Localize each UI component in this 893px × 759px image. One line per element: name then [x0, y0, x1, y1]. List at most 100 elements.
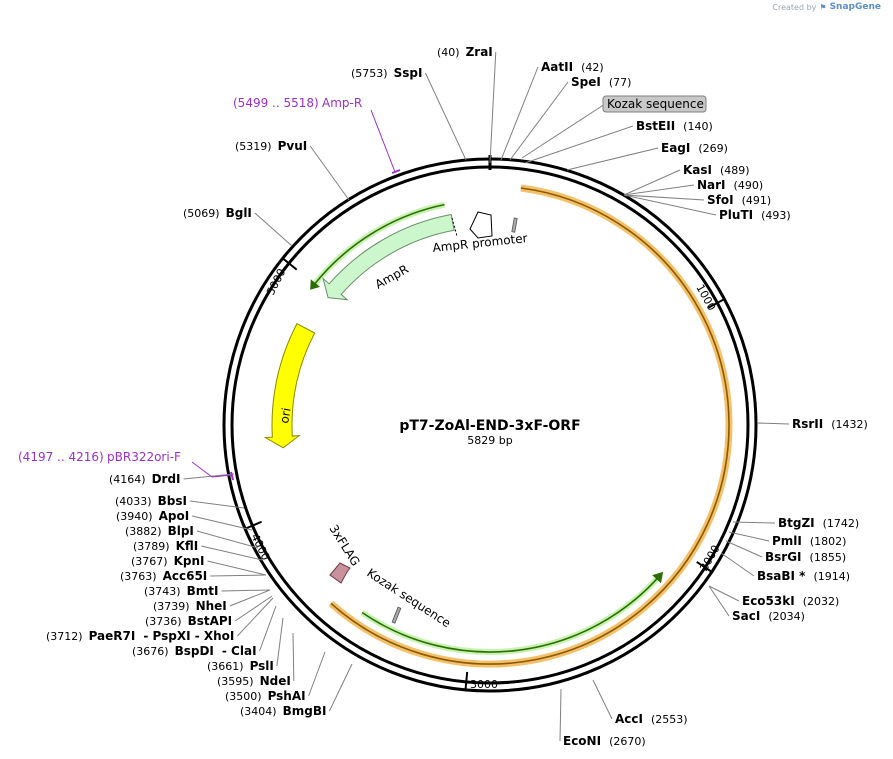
- map-title: pT7-ZoAl-END-3xF-ORF: [399, 418, 580, 434]
- site-name-31: ApoI: [159, 509, 190, 523]
- site-pos-18: (3404): [240, 705, 277, 718]
- site-callout-6: [623, 184, 695, 196]
- site-callout-20: [292, 632, 295, 682]
- ruler-label-3000: 3000: [470, 678, 498, 691]
- site-pos-8: (493): [761, 209, 791, 222]
- site-pos-16: (2553): [651, 713, 688, 726]
- kozak-label-top: Kozak sequence: [607, 97, 704, 111]
- amp-r-primer-mark: [391, 169, 401, 174]
- site-callout-2: [509, 81, 569, 161]
- site-name-19: PshAI: [268, 689, 306, 703]
- flag-label: 3xFLAG: [326, 522, 362, 568]
- site-pos-0: (40): [437, 46, 460, 59]
- site-name-22: BspDI: [175, 644, 214, 658]
- site-name-0: ZraI: [466, 45, 493, 59]
- site-callout-15: [708, 585, 730, 617]
- site-callout-27: [210, 574, 267, 577]
- site-name-27: Acc65I: [163, 569, 208, 583]
- site-name-18: BmgBI: [283, 704, 327, 718]
- credit-brand: SnapGene: [829, 2, 881, 12]
- site-pos-19: (3500): [225, 690, 262, 703]
- snapgene-credit: Created by ⚑ SnapGene: [772, 2, 881, 12]
- site-extra-22: - ClaI: [222, 644, 257, 658]
- ori-arrow: [263, 323, 316, 449]
- site-pos-2: (77): [609, 76, 632, 89]
- site-pos-24: (3736): [145, 615, 182, 628]
- site-pos-6: (490): [734, 179, 764, 192]
- site-callout-5: [623, 169, 681, 196]
- site-pos-21: (3661): [207, 660, 244, 673]
- site-name-28: KpnI: [174, 554, 205, 568]
- ampr-promoter-divider: [451, 217, 458, 237]
- ampr-outer-arc-core: [312, 203, 445, 287]
- site-name-35: PvuI: [278, 139, 308, 153]
- map-length: 5829 bp: [467, 434, 512, 447]
- pbr322-primer-mark: [230, 471, 234, 481]
- ruler-tick-1000: [708, 298, 725, 309]
- site-callout-36: [424, 72, 467, 161]
- site-pos-26: (3743): [144, 585, 181, 598]
- site-name-15: SacI: [732, 609, 760, 623]
- site-callout-4: [566, 147, 659, 171]
- site-callout-29: [201, 545, 263, 561]
- site-pos-7: (491): [742, 194, 772, 207]
- amp-r-primer-name: Amp-R: [322, 96, 362, 110]
- site-name-21: PslI: [250, 659, 274, 673]
- site-callout-1: [500, 66, 539, 161]
- site-pos-17: (2670): [609, 735, 646, 748]
- site-callout-10: [732, 521, 776, 524]
- site-name-9: RsrII: [792, 417, 823, 431]
- site-name-13: BsaBI *: [757, 569, 806, 583]
- site-callout-16: [592, 679, 613, 720]
- site-callout-26: [221, 589, 271, 592]
- credit-prefix: Created by: [772, 2, 817, 12]
- site-name-4: EagI: [661, 141, 690, 155]
- site-pos-23: (3712): [46, 630, 83, 643]
- site-name-32: BbsI: [158, 494, 187, 508]
- site-pos-13: (1914): [813, 570, 850, 583]
- site-name-36: SspI: [394, 66, 423, 80]
- site-name-25: NheI: [196, 599, 227, 613]
- site-pos-28: (3767): [131, 555, 168, 568]
- site-name-1: AatII: [541, 60, 573, 74]
- site-pos-11: (1802): [810, 535, 847, 548]
- ampr-label: AmpR: [373, 262, 411, 292]
- site-name-17: EcoNI: [563, 734, 601, 748]
- site-pos-32: (4033): [115, 495, 152, 508]
- site-callout-0: [489, 51, 497, 164]
- site-pos-12: (1855): [810, 551, 847, 564]
- site-pos-14: (2032): [803, 595, 840, 608]
- site-name-34: BglI: [226, 206, 252, 220]
- site-name-33: DrdI: [152, 472, 181, 486]
- site-pos-9: (1432): [831, 418, 868, 431]
- site-name-14: Eco53kI: [742, 594, 795, 608]
- site-pos-22: (3676): [132, 645, 169, 658]
- site-callout-32: [189, 500, 245, 509]
- site-callout-33: [183, 473, 235, 480]
- site-name-5: KasI: [683, 163, 712, 177]
- ampr-promoter-arrow: [469, 211, 493, 239]
- site-callout-7: [623, 194, 705, 201]
- restriction-site-labels: (40)ZraI(42)AatII(77)SpeI(140)BstEII(269…: [46, 45, 868, 748]
- ampr-cds-arrow: [322, 213, 455, 301]
- site-pos-27: (3763): [120, 570, 157, 583]
- site-pos-3: (140): [683, 120, 713, 133]
- site-callout-28: [207, 560, 267, 576]
- amp-r-primer-range: (5499 .. 5518): [233, 96, 319, 110]
- site-name-2: SpeI: [571, 75, 601, 89]
- site-callout-9: [756, 422, 790, 425]
- site-name-8: PluTI: [719, 208, 753, 222]
- site-callout-12: [725, 540, 763, 558]
- site-pos-35: (5319): [235, 140, 272, 153]
- kozak-callout-line: [521, 103, 606, 159]
- site-name-16: AccI: [615, 712, 643, 726]
- site-pos-20: (3595): [217, 675, 254, 688]
- site-name-11: PmlI: [772, 534, 802, 548]
- site-name-20: NdeI: [260, 674, 291, 688]
- flag-arc-arrowhead: [652, 571, 664, 584]
- pbr322-primer-range: (4197 .. 4216): [18, 450, 104, 464]
- site-callout-19: [308, 651, 326, 697]
- site-pos-1: (42): [581, 61, 604, 74]
- site-name-24: BstAPI: [188, 614, 233, 628]
